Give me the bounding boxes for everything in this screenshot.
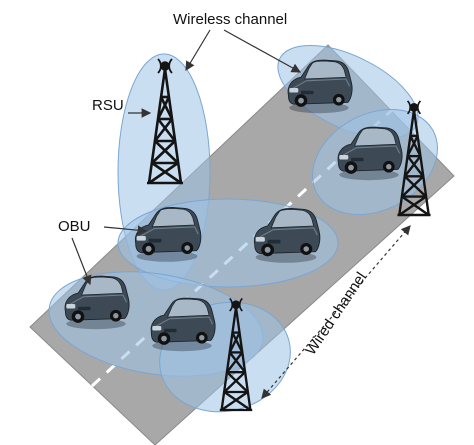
- obu-arrow-lower: [71, 237, 92, 286]
- obu-arrow-upper: [103, 225, 148, 235]
- obu-label: OBU: [58, 218, 91, 235]
- annotation-arrows: [71, 29, 411, 399]
- wireless-channel-label: Wireless channel: [173, 11, 287, 28]
- wireless-arrow-left: [185, 29, 211, 72]
- rsu-label: RSU: [92, 97, 124, 114]
- wired-channel-link: [261, 225, 411, 399]
- wireless-arrow-right: [223, 29, 302, 73]
